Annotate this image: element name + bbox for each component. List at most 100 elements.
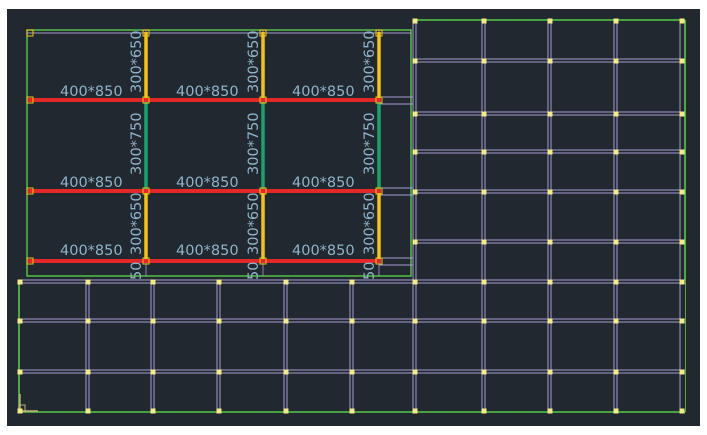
grid-node [349, 369, 355, 375]
grid-node [679, 111, 685, 117]
grid-node [679, 189, 685, 195]
grid-node [283, 318, 289, 324]
beam-size-label: 400*850 [176, 84, 239, 100]
grid-node [150, 369, 156, 375]
grid-node [349, 408, 355, 414]
grid-node-markers [17, 18, 685, 414]
bottom-grid-region [18, 279, 685, 413]
column-marker [26, 187, 34, 195]
beam-size-label-partial: 50 [362, 262, 378, 280]
grid-node [547, 111, 553, 117]
grid-node [481, 239, 487, 245]
beam-size-label: 300*650 [246, 30, 262, 93]
grid-node [613, 189, 619, 195]
column-marker [375, 187, 383, 195]
beam-size-label-partial: 50 [246, 262, 262, 280]
grid-node [283, 408, 289, 414]
grid-node [216, 318, 222, 324]
grid-node [547, 18, 553, 24]
column-marker [26, 257, 34, 265]
grid-node [547, 408, 553, 414]
grid-node [481, 318, 487, 324]
beam-size-label: 300*750 [362, 112, 378, 175]
grid-node [150, 279, 156, 285]
beam-size-label: 400*850 [60, 243, 123, 259]
grid-node [85, 408, 91, 414]
grid-node [613, 369, 619, 375]
vertical-beams [144, 32, 381, 262]
grid-node [412, 111, 418, 117]
floor-plan-drawing[interactable]: 400*850 400*850 400*850 400*850 400*850 … [7, 9, 700, 426]
grid-node [17, 369, 23, 375]
grid-node [283, 279, 289, 285]
grid-node [613, 149, 619, 155]
column-marker [375, 257, 383, 265]
bottom-grid-vlines [85, 280, 681, 412]
grid-node [481, 279, 487, 285]
grid-node [17, 279, 23, 285]
grid-node [613, 58, 619, 64]
grid-node [679, 369, 685, 375]
grid-node [547, 149, 553, 155]
grid-node [679, 408, 685, 414]
beam-size-label: 400*850 [292, 84, 355, 100]
grid-node [547, 58, 553, 64]
grid-node [679, 279, 685, 285]
column-marker [259, 187, 267, 195]
grid-node [412, 408, 418, 414]
column-marker [259, 29, 267, 37]
beam-size-label: 400*850 [292, 175, 355, 191]
grid-node [679, 239, 685, 245]
grid-node [547, 318, 553, 324]
grid-node [547, 239, 553, 245]
grid-node [412, 58, 418, 64]
column-marker [26, 96, 34, 104]
beam-size-label: 400*850 [60, 175, 123, 191]
grid-node [412, 239, 418, 245]
column-marker [142, 187, 150, 195]
grid-node [150, 318, 156, 324]
beam-size-label-partial: 50 [129, 262, 145, 280]
horizontal-beam-labels: 400*850 400*850 400*850 400*850 400*850 … [60, 84, 355, 259]
grid-node [679, 58, 685, 64]
grid-node [613, 239, 619, 245]
beam-size-label: 300*650 [362, 30, 378, 93]
beam-size-label: 300*650 [129, 30, 145, 93]
vertical-beam-labels: 300*650 300*650 300*650 300*750 300*750 … [129, 30, 378, 280]
column-marker [375, 96, 383, 104]
grid-node [85, 369, 91, 375]
column-marker [375, 29, 383, 37]
column-marker [259, 96, 267, 104]
grid-node [216, 408, 222, 414]
beam-size-label: 300*650 [129, 192, 145, 255]
grid-node [481, 189, 487, 195]
beam-size-label: 300*650 [362, 192, 378, 255]
grid-node [349, 279, 355, 285]
grid-node [85, 279, 91, 285]
grid-node [412, 18, 418, 24]
grid-node [613, 279, 619, 285]
column-marker [26, 29, 34, 37]
beam-size-label: 400*850 [176, 175, 239, 191]
column-marker [142, 257, 150, 265]
grid-node [17, 408, 23, 414]
grid-node [17, 318, 23, 324]
grid-node [412, 369, 418, 375]
grid-node [481, 18, 487, 24]
grid-node [216, 279, 222, 285]
grid-node [547, 189, 553, 195]
grid-node [85, 318, 91, 324]
grid-node [412, 149, 418, 155]
column-markers [26, 29, 383, 265]
grid-node [613, 18, 619, 24]
column-marker [142, 96, 150, 104]
grid-node [412, 189, 418, 195]
bottom-grid-mask [19, 280, 685, 412]
beam-size-label: 400*850 [60, 84, 123, 100]
grid-node [283, 369, 289, 375]
beam-size-label: 300*750 [246, 112, 262, 175]
cad-drawing-viewport[interactable]: 400*850 400*850 400*850 400*850 400*850 … [7, 9, 700, 426]
grid-node [481, 369, 487, 375]
grid-node [412, 279, 418, 285]
beam-size-label: 400*850 [292, 243, 355, 259]
